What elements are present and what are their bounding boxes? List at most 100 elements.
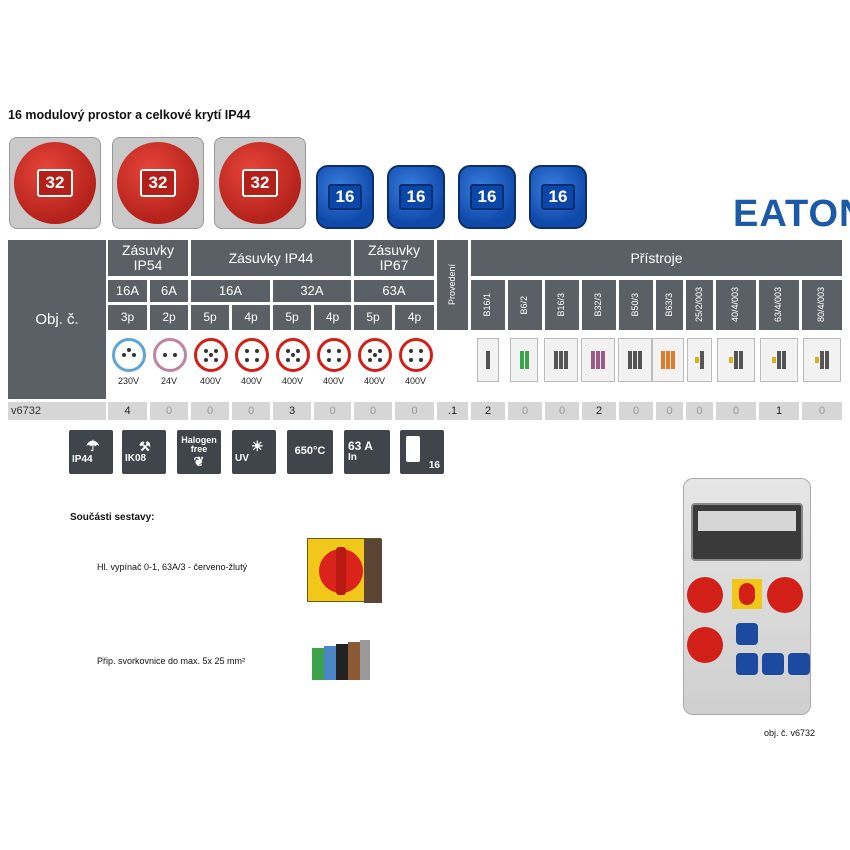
socket-label: 16	[398, 184, 434, 210]
breaker-icon	[652, 338, 684, 382]
eaton-logo: EATON	[733, 193, 850, 235]
socket-label: 32	[36, 169, 74, 197]
current-6a: 6A	[150, 280, 188, 302]
poles-cell: 5p	[273, 305, 311, 330]
ip44-badge: ☂ IP44	[69, 430, 113, 474]
uv-badge: ☀ UV	[232, 430, 276, 474]
current-63a: 63A	[354, 280, 434, 302]
distribution-board-image	[683, 478, 811, 715]
socket-pin-icon	[276, 338, 310, 372]
count-cell: 3	[273, 402, 311, 420]
sun-icon: ☀	[251, 438, 264, 455]
main-switch-image	[307, 538, 382, 603]
socket-label: 16	[469, 184, 505, 210]
device-header: B6/2	[508, 280, 542, 330]
ik08-badge: ⚒ IK08	[122, 430, 166, 474]
device-header: B16/1	[471, 280, 505, 330]
count-cell: 0	[619, 402, 653, 420]
current-16a-ip44: 16A	[191, 280, 270, 302]
device-header: 25/2/003	[686, 280, 713, 330]
voltage-label: 400V	[323, 376, 345, 386]
socket-label: 32	[139, 169, 177, 197]
socket-pin-icon	[235, 338, 269, 372]
blue-socket-icon: 16	[529, 165, 587, 229]
red-socket-icon: 32	[9, 137, 101, 229]
count-cell: 2	[582, 402, 616, 420]
component-terminal-block: Přip. svorkovnice do max. 5x 25 mm²	[97, 656, 246, 666]
temperature-badge: 650°C	[287, 430, 333, 474]
socket-pin-icon	[358, 338, 392, 372]
badge-text: 16	[428, 459, 440, 471]
current-rating-badge: 63 A In	[344, 430, 390, 474]
badge-text: Halogen free	[181, 434, 217, 455]
badge-text: UV	[235, 453, 249, 465]
count-cell: 0	[656, 402, 683, 420]
count-cell: 0	[686, 402, 713, 420]
count-cell: 0	[354, 402, 392, 420]
rcd-icon	[687, 338, 712, 382]
voltage-label: 400V	[364, 376, 386, 386]
red-socket-icon: 32	[214, 137, 306, 229]
components-heading: Součásti sestavy:	[70, 512, 155, 523]
count-cell: 0	[802, 402, 842, 420]
voltage-label: 24V	[161, 376, 178, 386]
umbrella-icon: ☂	[86, 437, 100, 455]
socket-pin-icon	[112, 338, 146, 372]
badge-text: IP44	[72, 453, 93, 465]
badge-text: In	[348, 452, 357, 464]
voltage-label: 230V	[118, 376, 140, 386]
red-socket-icon: 32	[112, 137, 204, 229]
poles-cell: 2p	[150, 305, 188, 330]
poles-cell: 4p	[232, 305, 270, 330]
poles-cell: 3p	[108, 305, 147, 330]
badge-text: 63 A	[348, 439, 373, 454]
breaker-icon	[544, 338, 578, 382]
poles-cell: 4p	[314, 305, 351, 330]
breaker-icon	[618, 338, 652, 382]
blue-socket-icon: 16	[387, 165, 445, 229]
socket-label: 32	[241, 169, 279, 197]
breaker-module-icon	[406, 436, 420, 462]
group-header-ip54: Zásuvky IP54	[108, 240, 188, 276]
count-cell: 0	[150, 402, 188, 420]
count-cell: 0	[395, 402, 434, 420]
socket-label: 16	[540, 184, 576, 210]
poles-cell: 5p	[354, 305, 392, 330]
voltage-label: 400V	[282, 376, 304, 386]
breaker-icon	[477, 338, 499, 382]
current-32a: 32A	[273, 280, 351, 302]
pristroje-header: Přístroje	[471, 240, 842, 276]
device-header: 80/4/003	[802, 280, 842, 330]
count-cell: 0	[508, 402, 542, 420]
count-cell: 4	[108, 402, 147, 420]
socket-pin-icon	[153, 338, 187, 372]
provedeni-value: .1	[437, 402, 468, 420]
page-title: 16 modulový prostor a celkové krytí IP44	[8, 108, 251, 122]
component-main-switch: Hl. vypínač 0-1, 63A/3 - červeno-žlutý	[97, 562, 248, 572]
hammer-icon: ⚒	[139, 438, 151, 454]
count-cell: 2	[471, 402, 505, 420]
voltage-label: 400V	[200, 376, 222, 386]
socket-pin-icon	[194, 338, 228, 372]
product-caption: obj. č. v6732	[764, 728, 816, 738]
breaker-icon	[581, 338, 615, 382]
rcd-icon	[803, 338, 841, 382]
count-cell: 1	[759, 402, 799, 420]
halogen-free-badge: Halogen free ❦	[177, 430, 221, 474]
rcd-icon	[760, 338, 798, 382]
modules-badge: 16	[400, 430, 444, 474]
count-cell: 0	[716, 402, 756, 420]
terminal-block-image	[312, 640, 370, 686]
socket-pin-icon	[317, 338, 351, 372]
product-code: v6732	[8, 402, 106, 420]
row-label-obj: Obj. č.	[8, 240, 106, 399]
provedeni-header: Provedení	[437, 240, 468, 330]
poles-cell: 4p	[395, 305, 434, 330]
blue-socket-icon: 16	[316, 165, 374, 229]
group-header-ip44: Zásuvky IP44	[191, 240, 351, 276]
voltage-label: 400V	[241, 376, 263, 386]
count-cell: 0	[545, 402, 579, 420]
blue-socket-icon: 16	[458, 165, 516, 229]
socket-pin-row: 230V 24V 400V 400V 400V 400V 400V 400V	[108, 332, 434, 398]
device-header: 40/4/003	[716, 280, 756, 330]
